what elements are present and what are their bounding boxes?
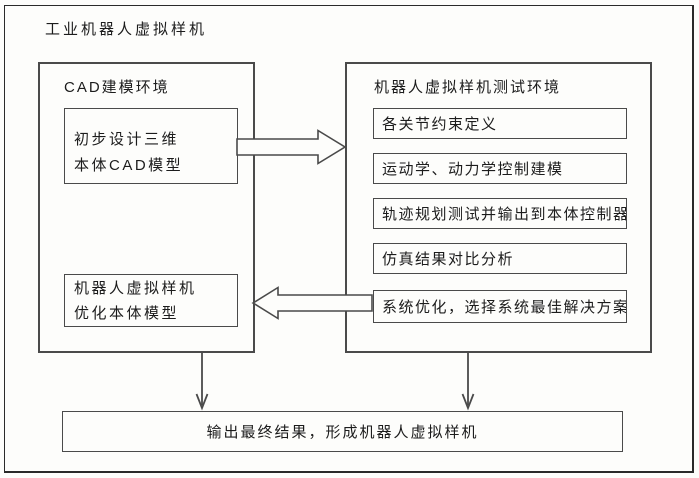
panel-cad-environment: CAD建模环境 初步设计三维 本体CAD模型 机器人虚拟样机 优化本体模型 [38,62,255,353]
page-border [4,5,694,473]
node-optimized-body-model-line2: 优化本体模型 [74,304,180,322]
node-joint-constraints: 各关节约束定义 [373,108,627,139]
node-simulation-result-analysis: 仿真结果对比分析 [373,243,627,274]
node-kinematics-dynamics-modeling: 运动学、动力学控制建模 [373,153,627,184]
panel-cad-title: CAD建模环境 [64,79,170,96]
diagram-title: 工业机器人虚拟样机 [45,21,208,38]
node-optimized-body-model: 机器人虚拟样机 优化本体模型 [64,274,238,327]
panel-test-environment: 机器人虚拟样机测试环境 各关节约束定义 运动学、动力学控制建模 轨迹规划测试并输… [345,62,652,353]
node-final-output: 输出最终结果，形成机器人虚拟样机 [62,411,623,452]
node-initial-cad-model-line2: 本体CAD模型 [74,157,184,174]
node-initial-cad-model-line1: 初步设计三维 [74,131,180,148]
node-initial-cad-model: 初步设计三维 本体CAD模型 [64,108,238,184]
panel-test-title: 机器人虚拟样机测试环境 [374,79,562,96]
node-system-optimization: 系统优化，选择系统最佳解决方案 [373,290,627,323]
node-trajectory-planning-test: 轨迹规划测试并输出到本体控制器 [373,198,627,229]
node-final-output-label: 输出最终结果，形成机器人虚拟样机 [206,424,479,441]
node-optimized-body-model-line1: 机器人虚拟样机 [74,279,197,297]
